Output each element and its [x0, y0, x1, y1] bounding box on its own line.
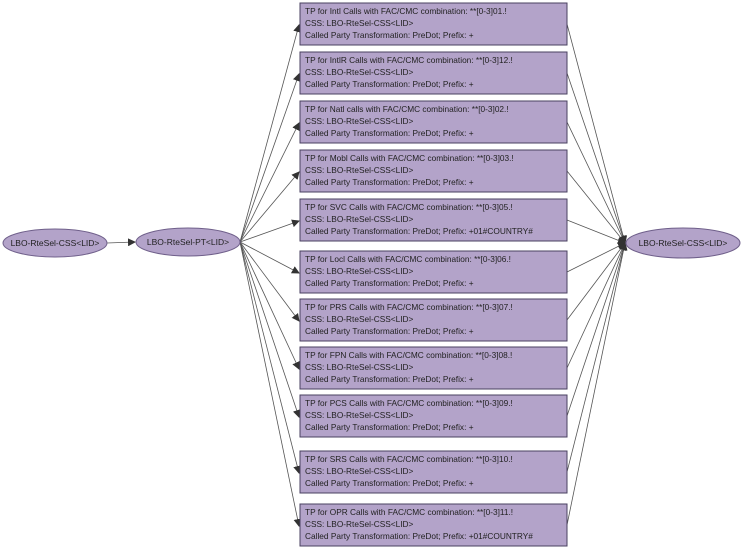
pattern-title: TP for Intl Calls with FAC/CMC combinati… — [305, 6, 507, 16]
edge-pattern-to-target — [566, 242, 628, 526]
pattern-css: CSS: LBO-RteSel-CSS<LID> — [305, 67, 414, 77]
edge-pattern-to-target — [566, 72, 627, 244]
pattern-css: CSS: LBO-RteSel-CSS<LID> — [305, 165, 414, 175]
partition-label: LBO-RteSel-PT<LID> — [147, 237, 229, 247]
pattern-title: TP for SVC Calls with FAC/CMC combinatio… — [305, 202, 513, 212]
pattern-title: TP for Locl Calls with FAC/CMC combinati… — [305, 254, 511, 264]
pattern-css: CSS: LBO-RteSel-CSS<LID> — [305, 410, 414, 420]
edges — [106, 23, 628, 527]
translation-pattern-rect — [299, 2, 568, 46]
translation-pattern-box: TP for Intl Calls with FAC/CMC combinati… — [299, 2, 568, 46]
translation-pattern-rect — [299, 100, 568, 144]
translation-pattern-rect — [299, 346, 568, 390]
edge-partition-to-pattern — [239, 219, 300, 243]
pattern-css: CSS: LBO-RteSel-CSS<LID> — [305, 266, 414, 276]
edge-pattern-to-target — [566, 242, 626, 321]
translation-pattern-boxes: TP for Intl Calls with FAC/CMC combinati… — [299, 2, 568, 547]
pattern-transformation: Called Party Transformation: PreDot; Pre… — [305, 30, 474, 40]
edge-pattern-to-target — [566, 242, 626, 369]
edge-partition-to-pattern — [239, 241, 302, 474]
translation-pattern-box: TP for Mobl Calls with FAC/CMC combinati… — [299, 149, 568, 193]
pattern-title: TP for Mobl Calls with FAC/CMC combinati… — [305, 153, 514, 163]
pattern-transformation: Called Party Transformation: PreDot; Pre… — [305, 422, 474, 432]
translation-pattern-rect — [299, 298, 568, 342]
edge-partition-to-pattern — [239, 241, 302, 527]
edge-pattern-to-target — [566, 170, 626, 244]
pattern-css: CSS: LBO-RteSel-CSS<LID> — [305, 466, 414, 476]
pattern-transformation: Called Party Transformation: PreDot; Pre… — [305, 226, 533, 236]
target-css-node: LBO-RteSel-CSS<LID> — [625, 227, 741, 259]
pattern-title: TP for Natl calls with FAC/CMC combinati… — [305, 104, 509, 114]
translation-pattern-box: TP for SVC Calls with FAC/CMC combinatio… — [299, 198, 568, 242]
edge-partition-to-pattern — [239, 24, 302, 243]
pattern-css: CSS: LBO-RteSel-CSS<LID> — [305, 116, 414, 126]
edge-partition-to-pattern — [239, 241, 300, 370]
pattern-title: TP for SRS Calls with FAC/CMC combinatio… — [305, 454, 513, 464]
translation-pattern-rect — [299, 51, 568, 95]
translation-pattern-rect — [299, 394, 568, 438]
edge-partition-to-pattern — [239, 171, 300, 243]
edge-pattern-to-target — [566, 242, 626, 273]
edge-partition-to-pattern — [239, 241, 301, 418]
edge-partition-to-pattern — [239, 122, 300, 243]
pattern-transformation: Called Party Transformation: PreDot; Pre… — [305, 374, 474, 384]
pattern-transformation: Called Party Transformation: PreDot; Pre… — [305, 531, 533, 541]
partition-node: LBO-RteSel-PT<LID> — [135, 227, 241, 257]
pattern-css: CSS: LBO-RteSel-CSS<LID> — [305, 18, 414, 28]
pattern-transformation: Called Party Transformation: PreDot; Pre… — [305, 177, 474, 187]
translation-pattern-box: TP for SRS Calls with FAC/CMC combinatio… — [299, 450, 568, 494]
edge-partition-to-pattern — [239, 241, 300, 322]
translation-pattern-box: TP for Locl Calls with FAC/CMC combinati… — [299, 250, 568, 294]
pattern-title: TP for PCS Calls with FAC/CMC combinatio… — [305, 398, 513, 408]
pattern-transformation: Called Party Transformation: PreDot; Pre… — [305, 79, 474, 89]
pattern-title: TP for IntlR Calls with FAC/CMC combinat… — [305, 55, 513, 65]
translation-pattern-rect — [299, 503, 568, 547]
pattern-css: CSS: LBO-RteSel-CSS<LID> — [305, 362, 414, 372]
translation-pattern-rect — [299, 198, 568, 242]
pattern-title: TP for FPN Calls with FAC/CMC combinatio… — [305, 350, 512, 360]
edge-pattern-to-target — [566, 121, 626, 244]
translation-pattern-rect — [299, 149, 568, 193]
translation-pattern-box: TP for OPR Calls with FAC/CMC combinatio… — [299, 503, 568, 547]
edge-pattern-to-target — [566, 23, 628, 244]
edge-pattern-to-target — [566, 219, 626, 245]
pattern-transformation: Called Party Transformation: PreDot; Pre… — [305, 128, 474, 138]
pattern-css: CSS: LBO-RteSel-CSS<LID> — [305, 519, 414, 529]
translation-pattern-box: TP for PRS Calls with FAC/CMC combinatio… — [299, 298, 568, 342]
pattern-css: CSS: LBO-RteSel-CSS<LID> — [305, 314, 414, 324]
pattern-transformation: Called Party Transformation: PreDot; Pre… — [305, 326, 474, 336]
source-css-node: LBO-RteSel-CSS<LID> — [2, 228, 108, 258]
edge-source-to-partition — [106, 238, 136, 247]
source-css-label: LBO-RteSel-CSS<LID> — [11, 238, 100, 248]
translation-pattern-box: TP for FPN Calls with FAC/CMC combinatio… — [299, 346, 568, 390]
edge-pattern-to-target — [566, 242, 627, 417]
pattern-css: CSS: LBO-RteSel-CSS<LID> — [305, 214, 414, 224]
translation-pattern-rect — [299, 450, 568, 494]
edge-partition-to-pattern — [239, 241, 300, 274]
pattern-title: TP for PRS Calls with FAC/CMC combinatio… — [305, 302, 513, 312]
pattern-transformation: Called Party Transformation: PreDot; Pre… — [305, 278, 474, 288]
pattern-transformation: Called Party Transformation: PreDot; Pre… — [305, 478, 474, 488]
translation-pattern-box: TP for IntlR Calls with FAC/CMC combinat… — [299, 51, 568, 95]
pattern-title: TP for OPR Calls with FAC/CMC combinatio… — [305, 507, 513, 517]
translation-pattern-box: TP for Natl calls with FAC/CMC combinati… — [299, 100, 568, 144]
edge-partition-to-pattern — [239, 73, 301, 243]
target-css-label: LBO-RteSel-CSS<LID> — [639, 238, 728, 248]
translation-pattern-rect — [299, 250, 568, 294]
edge-pattern-to-target — [566, 242, 628, 473]
translation-pattern-box: TP for PCS Calls with FAC/CMC combinatio… — [299, 394, 568, 438]
